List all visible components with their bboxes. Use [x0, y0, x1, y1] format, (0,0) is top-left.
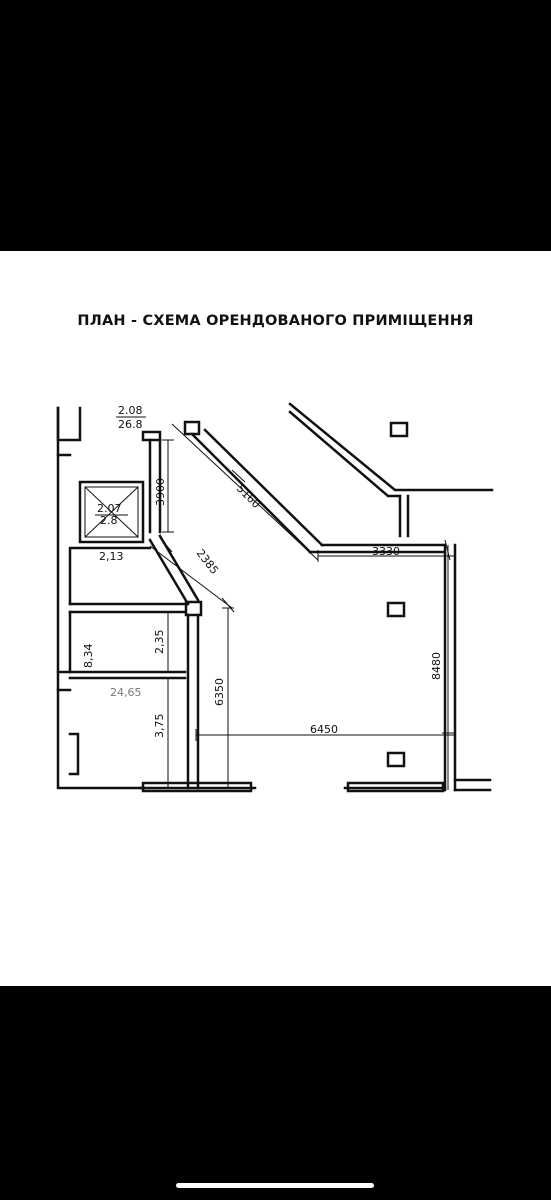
partition-834 — [68, 610, 187, 680]
label-area-top-a: 2.08 — [118, 404, 143, 417]
dim-6450: 6450 — [310, 723, 338, 736]
upper-corridor-wall — [141, 430, 162, 442]
label-shaft-b: 2.8 — [100, 514, 118, 527]
label-room-235: 2,35 — [153, 630, 166, 655]
column-upper-right — [389, 421, 409, 438]
shaft-box — [78, 480, 145, 544]
dim-8480: 8480 — [430, 652, 443, 680]
column-middle-right — [386, 601, 406, 618]
wall-3330 — [308, 543, 447, 554]
diagonal-wall-5160 — [190, 428, 324, 554]
right-exterior-wall — [443, 543, 457, 792]
dim-3330: 3330 — [372, 545, 400, 558]
dim-line-6450 — [195, 729, 455, 741]
label-room-213: 2,13 — [99, 550, 124, 563]
left-exterior-wall — [56, 406, 142, 790]
partition-375 — [68, 732, 80, 776]
corridor-vertical-wall — [148, 438, 162, 534]
right-bottom-return — [453, 778, 492, 792]
label-room-2465: 24,65 — [110, 686, 142, 699]
column-top — [183, 420, 201, 436]
column-center — [184, 600, 203, 617]
partition-213 — [68, 546, 152, 606]
upper-right-jamb — [398, 494, 410, 538]
floor-plan-drawing: 2.08 26.8 2.07 2.8 2,13 8,34 2,35 3,75 2… — [56, 402, 494, 793]
shaft-inner — [84, 486, 139, 538]
dim-line-5160 — [171, 423, 319, 561]
upper-right-wall — [288, 402, 494, 498]
dim-5160: 5160 — [234, 482, 263, 511]
floor-plan-sheet: ПЛАН - СХЕМА ОРЕНДОВАНОГО ПРИМІЩЕННЯ — [0, 251, 551, 986]
dim-line-3900 — [162, 439, 174, 533]
bottom-wall-block-right — [346, 781, 445, 793]
vertical-wall-6350 — [186, 613, 200, 790]
diagonal-wall-2385 — [148, 534, 200, 606]
dim-3900: 3900 — [154, 478, 167, 506]
dim-line-6350 — [222, 607, 234, 788]
dim-2385: 2385 — [194, 547, 221, 577]
left-wall-opening — [56, 453, 72, 692]
dim-6350: 6350 — [213, 678, 226, 706]
label-area-top-b: 26.8 — [118, 418, 143, 431]
home-indicator-bar[interactable] — [176, 1183, 374, 1188]
column-lower-right — [386, 751, 406, 768]
dim-line-2385 — [149, 537, 235, 613]
shaft-cross — [84, 486, 139, 538]
dim-line-8480 — [442, 545, 454, 790]
partition-235 — [68, 602, 187, 614]
plan-title: ПЛАН - СХЕМА ОРЕНДОВАНОГО ПРИМІЩЕННЯ — [77, 313, 474, 329]
label-shaft-a: 2.07 — [97, 502, 122, 515]
left-wall-top — [56, 406, 82, 442]
label-room-375: 3,75 — [153, 714, 166, 739]
label-room-834: 8,34 — [82, 644, 95, 669]
